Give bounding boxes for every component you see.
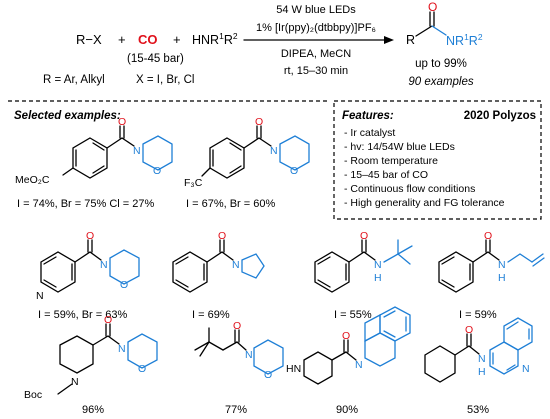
quinoline-nitrogen: N bbox=[522, 363, 530, 375]
example-structure-ester-morpholine: MeO₂C O N O I = 74%, Br = 75% Cl = 27% bbox=[15, 116, 173, 210]
carbonyl-oxygen: O bbox=[342, 330, 350, 342]
example-yield: I = 55% bbox=[334, 309, 372, 321]
example-yield: 77% bbox=[225, 404, 247, 416]
amine-reagent: HNR1R2 bbox=[192, 31, 238, 47]
plus-sign: + bbox=[173, 32, 181, 47]
year-author: 2020 Polyzos bbox=[464, 110, 536, 122]
pyridine-nitrogen: N bbox=[36, 290, 44, 302]
carbon-monoxide: CO bbox=[138, 32, 158, 47]
x-definition: X = I, Br, Cl bbox=[136, 74, 194, 86]
amide-nitrogen: N bbox=[355, 359, 363, 371]
arrow-head bbox=[384, 36, 394, 44]
features-heading: Features: bbox=[342, 110, 394, 122]
example-structure-tert-butyl-amide: O N H I = 55% bbox=[314, 230, 413, 321]
carbonyl-oxygen: O bbox=[360, 230, 368, 242]
amide-nitrogen: N bbox=[133, 145, 141, 157]
condition-catalyst: 1% [Ir(ppy)₂(dtbbpy)]PF₆ bbox=[256, 22, 376, 34]
feature-item: - hv: 14/54W blue LEDs bbox=[344, 141, 455, 153]
condition-temp-time: rt, 15–30 min bbox=[284, 65, 348, 77]
examples-count: 90 examples bbox=[408, 76, 473, 88]
carbonyl-oxygen: O bbox=[233, 320, 241, 332]
features-box: Features: 2020 Polyzos - Ir catalyst - h… bbox=[333, 100, 542, 220]
carbonyl-oxygen: O bbox=[118, 116, 126, 128]
product-amine-group: NR1R2 bbox=[446, 32, 483, 48]
example-yield: 53% bbox=[467, 404, 489, 416]
carbonyl-oxygen: O bbox=[255, 116, 263, 128]
amide-hydrogen: H bbox=[374, 272, 382, 284]
example-structure-pyridyl-morpholine: N O N O I = 59%, Br = 63% bbox=[36, 230, 140, 321]
carbonyl-oxygen: O bbox=[484, 230, 492, 242]
carbonyl-oxygen: O bbox=[86, 230, 94, 242]
feature-item: - High generality and FG tolerance bbox=[344, 197, 505, 209]
example-structure-phenyl-pyrrolidine: O N I = 69% bbox=[172, 230, 265, 321]
feature-item: - 15–45 bar of CO bbox=[344, 169, 428, 181]
amide-hydrogen: H bbox=[478, 366, 486, 378]
example-structure-cf3-morpholine: F₃C O N O I = 67%, Br = 60% bbox=[184, 116, 310, 210]
amide-hydrogen: H bbox=[498, 272, 506, 284]
example-structure-allyl-amide: O N H I = 59% bbox=[438, 230, 545, 321]
amide-nitrogen: N bbox=[374, 259, 382, 271]
example-structure-pivaloyl-morpholine: O N O 77% bbox=[194, 320, 284, 416]
example-yield: I = 59%, Br = 63% bbox=[38, 309, 127, 321]
plus-sign: + bbox=[118, 32, 126, 47]
morpholine-oxygen: O bbox=[264, 369, 272, 381]
boc-label: Boc bbox=[24, 389, 42, 401]
example-yield: I = 67%, Br = 60% bbox=[186, 198, 275, 210]
condition-light: 54 W blue LEDs bbox=[276, 4, 356, 16]
amide-nitrogen: N bbox=[118, 343, 126, 355]
amide-nitrogen: N bbox=[270, 145, 278, 157]
carbonyl-oxygen: O bbox=[465, 324, 473, 336]
piperidine-nitrogen: N bbox=[71, 376, 79, 388]
yield-summary: up to 99% bbox=[415, 58, 467, 70]
ester-label: MeO₂C bbox=[15, 174, 50, 186]
reactant-rx: R−X bbox=[76, 32, 102, 47]
example-yield: I = 69% bbox=[192, 309, 230, 321]
feature-item: - Room temperature bbox=[344, 155, 438, 167]
carbonyl-oxygen: O bbox=[218, 230, 226, 242]
feature-item: - Ir catalyst bbox=[344, 127, 395, 139]
morpholine-oxygen: O bbox=[153, 165, 161, 177]
trifluoromethyl-label: F₃C bbox=[184, 177, 203, 189]
amide-nitrogen: N bbox=[478, 353, 486, 365]
product-amide: R O NR1R2 bbox=[406, 0, 483, 48]
morpholine-oxygen: O bbox=[290, 165, 298, 177]
amide-nitrogen: N bbox=[498, 259, 506, 271]
condition-base-solvent: DIPEA, MeCN bbox=[281, 48, 351, 60]
r-definition: R = Ar, Alkyl bbox=[43, 74, 105, 86]
example-structure-tetrahydroquinoline: HN O N 90% bbox=[286, 306, 411, 416]
reaction-equation: R−X + CO (15-45 bar) + HNR1R2 54 W blue … bbox=[43, 0, 483, 88]
example-yield: 96% bbox=[82, 404, 104, 416]
amide-nitrogen: N bbox=[100, 259, 108, 271]
amide-nitrogen: N bbox=[232, 259, 240, 271]
example-yield: I = 74%, Br = 75% Cl = 27% bbox=[17, 198, 154, 210]
piperidine-nh: HN bbox=[286, 363, 301, 375]
example-structure-boc-piperidine: N Boc O N O 96% bbox=[24, 314, 158, 416]
example-yield: I = 59% bbox=[459, 309, 497, 321]
example-yield: 90% bbox=[336, 404, 358, 416]
amide-nitrogen: N bbox=[245, 349, 253, 361]
selected-examples-heading: Selected examples: bbox=[14, 110, 121, 122]
product-oxygen: O bbox=[428, 0, 437, 14]
co-pressure: (15-45 bar) bbox=[127, 53, 184, 65]
morpholine-oxygen: O bbox=[138, 363, 146, 375]
example-structure-aminoquinoline-amide: O N H N 53% bbox=[424, 317, 533, 416]
feature-item: - Continuous flow conditions bbox=[344, 183, 475, 195]
carbonyl-oxygen: O bbox=[104, 314, 112, 326]
product-r-group: R bbox=[406, 33, 415, 47]
morpholine-oxygen: O bbox=[120, 279, 128, 291]
